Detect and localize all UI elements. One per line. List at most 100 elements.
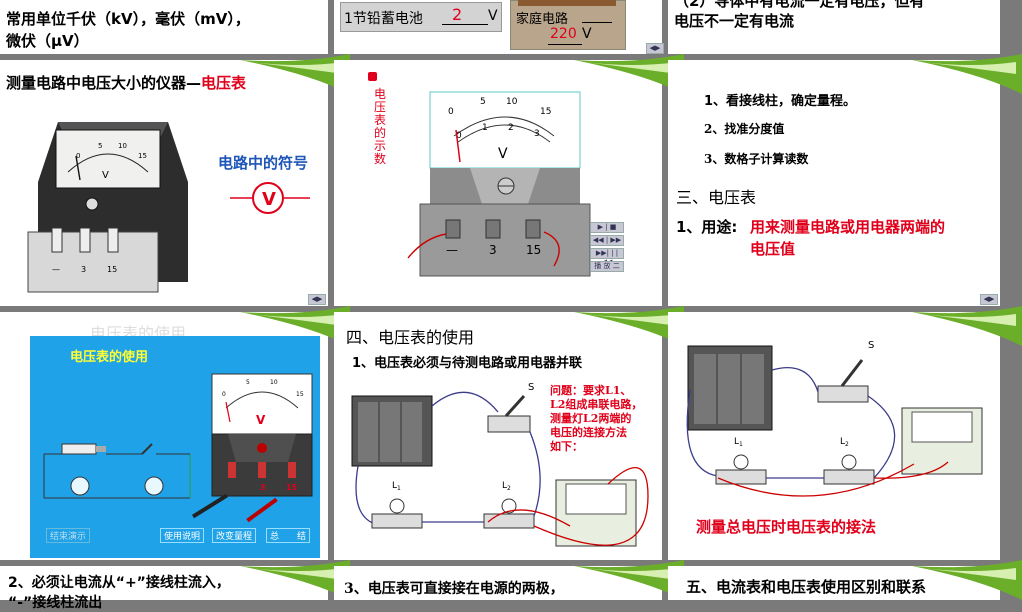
slide-9[interactable]: S L1 L2 测量总电压时电压表的接法	[668, 306, 1022, 560]
series-circuit-photo: S L1 L2	[351, 382, 649, 547]
scale-bottom-2: 2	[508, 123, 514, 133]
panel-meter-letter: V	[256, 413, 266, 427]
slide-1-line1: 常用单位千伏（kV），毫伏（mV），	[6, 10, 250, 28]
voltmeter-diagram: 0 5 10 15 0 1 2 3 V — 3 15	[407, 91, 591, 277]
scale-top-15: 15	[540, 107, 551, 117]
sound-icon[interactable]	[368, 72, 377, 81]
pointer-needle	[455, 129, 461, 163]
panel-scale-0: 0	[222, 391, 226, 398]
question-line-4: 电压的连接方法	[550, 426, 627, 439]
lamp2-label: L2	[502, 481, 511, 492]
question-box: 问题：要求L1、 L2组成串联电路， 测量灯L2两端的 电压的连接方法 如下：	[550, 384, 642, 454]
terminal-neg: —	[52, 265, 60, 274]
media-mode-button[interactable]: 播 放 二	[590, 261, 624, 272]
slide-9-caption: 测量总电压时电压表的接法	[696, 518, 877, 536]
slide-4-title: 测量电路中电压大小的仪器—电压表	[6, 72, 246, 93]
meter-scale-15: 15	[138, 152, 147, 160]
range-button[interactable]: 改变量程	[212, 528, 257, 543]
slide-6-nav-button[interactable]: ◀▶	[980, 294, 998, 305]
home-label: 家庭电路	[516, 12, 569, 27]
help-button[interactable]: 使用说明	[160, 528, 205, 543]
panel-terminal-3: 3	[260, 483, 266, 492]
question-line-1: 问题：要求L1、	[550, 384, 632, 397]
slide-5[interactable]: 电压表的示数 0 5 10 15 0 1 2 3 V — 3 15 ▶ | ■ …	[334, 54, 684, 306]
media-controls: ▶ | ■ ◀◀ | ▶▶ ▶▶| | |◀◀ 播 放 二	[590, 222, 624, 272]
page-curl-decoration	[912, 54, 1022, 94]
slide-4-title-prefix: 测量电路中电压大小的仪器—	[6, 74, 202, 92]
scale-bottom-0: 0	[456, 131, 462, 141]
battery-value: 2	[452, 5, 463, 24]
scale-bottom-1: 1	[482, 123, 488, 133]
slide-1-line2: 微伏（μV）	[6, 32, 89, 50]
switch-label: S	[528, 382, 534, 393]
slide-3[interactable]: （2）导体中有电流一定有电压，但有 电压不一定有电流	[668, 0, 1000, 54]
meter-letter: V	[102, 170, 109, 181]
page-curl-decoration	[912, 306, 1022, 346]
home-photo	[510, 0, 626, 50]
step-1: 1、看接线柱，确定量程。	[704, 94, 857, 109]
lamp1-label: L1	[734, 437, 743, 448]
scale-top-0: 0	[448, 107, 454, 117]
question-line-2: L2组成串联电路，	[550, 398, 643, 411]
slide-1[interactable]: 常用单位千伏（kV），毫伏（mV）， 微伏（μV）	[0, 0, 328, 54]
slide-4-nav-button[interactable]: ◀▶	[308, 294, 326, 305]
slide-3-line2: 电压不一定有电流	[674, 12, 795, 30]
home-blank	[582, 22, 612, 23]
media-play-button[interactable]: ▶ | ■	[590, 222, 624, 233]
panel-scale-5: 5	[246, 379, 250, 386]
slide-3-line1: （2）导体中有电流一定有电压，但有	[674, 0, 925, 10]
home-unit: V	[582, 26, 592, 42]
panel-scale-15: 15	[296, 391, 304, 398]
slide-10-line2: “-”接线柱流出	[8, 595, 103, 611]
slide-10-line1: 2、必须让电流从“+”接线柱流入，	[8, 575, 230, 591]
home-value: 220	[550, 26, 577, 42]
slide-10[interactable]: 2、必须让电流从“+”接线柱流入， “-”接线柱流出	[0, 560, 350, 611]
question-line-3: 测量灯L2两端的	[550, 412, 632, 425]
slide-8-rule: 1、电压表必须与待测电路或用电器并联	[352, 356, 583, 371]
slide-6[interactable]: 1、看接线柱，确定量程。 2、找准分度值 3、数格子计算读数 三、电压表 1、用…	[668, 54, 1022, 306]
scale-top-10: 10	[506, 97, 518, 107]
page-curl-decoration	[574, 54, 684, 94]
terminal-neg: —	[446, 243, 458, 257]
slide-2-nav-button[interactable]: ◀▶	[646, 43, 664, 54]
terminal-3: 3	[81, 265, 86, 274]
total-voltage-circuit-photo: S L1 L2	[686, 340, 983, 497]
dial-letter: V	[498, 146, 508, 162]
voltmeter-symbol: V	[230, 182, 310, 214]
corner-button[interactable]: 结束演示	[46, 528, 91, 543]
terminal-15: 15	[526, 243, 541, 257]
lamp2-label: L2	[840, 437, 849, 448]
home-photo-dark	[518, 0, 616, 6]
slide-8-title: 四、电压表的使用	[346, 328, 475, 347]
usage-line2: 电压值	[750, 240, 796, 258]
slide-7[interactable]: 电压表的使用 电压表的使用 0 5 10 15 V 3 15 结束演示 使用说明…	[0, 306, 350, 560]
slide-11[interactable]: 3、电压表可直接接在电源的两极，	[334, 560, 684, 600]
meter-scale-5: 5	[98, 142, 102, 150]
media-seek-button[interactable]: ◀◀ | ▶▶	[590, 235, 624, 246]
slide-12[interactable]: 五、电流表和电压表使用区别和联系	[668, 560, 1022, 600]
slide-12-line1: 五、电流表和电压表使用区别和联系	[686, 578, 927, 596]
page-curl-decoration	[574, 306, 684, 346]
slide-8[interactable]: 四、电压表的使用 1、电压表必须与待测电路或用电器并联 S L1 L2 问题：要…	[334, 306, 684, 560]
panel-scale-10: 10	[270, 379, 278, 386]
switch-label: S	[868, 340, 874, 351]
summary-button[interactable]: 总 结	[266, 528, 311, 543]
slide-4[interactable]: 测量电路中电压大小的仪器—电压表 0 5 10 15 V — 3 15 电路中的…	[0, 54, 350, 306]
step-2: 2、找准分度值	[704, 122, 785, 136]
voltmeter-photo: 0 5 10 15 V — 3 15	[27, 122, 188, 293]
step-3: 3、数格子计算读数	[704, 152, 809, 166]
lamp1-label: L1	[392, 481, 401, 492]
slide-4-title-highlight: 电压表	[201, 74, 247, 92]
slide-2[interactable]: 1节铅蓄电池 2 V 家庭电路 220 V ◀▶	[334, 0, 664, 54]
meter-scale-10: 10	[118, 142, 127, 150]
terminal-3: 3	[489, 243, 497, 257]
page-curl-decoration	[240, 560, 350, 600]
page-curl-decoration	[912, 560, 1022, 600]
home-underline	[548, 44, 582, 45]
page-curl-decoration	[240, 54, 350, 94]
meter-scale-0: 0	[76, 152, 80, 160]
panel-voltmeter: 0 5 10 15 V 3 15	[211, 373, 313, 497]
zero-adjust-screw	[85, 197, 99, 211]
meter-needle	[75, 155, 81, 181]
media-skip-button[interactable]: ▶▶| | |◀◀	[590, 248, 624, 266]
